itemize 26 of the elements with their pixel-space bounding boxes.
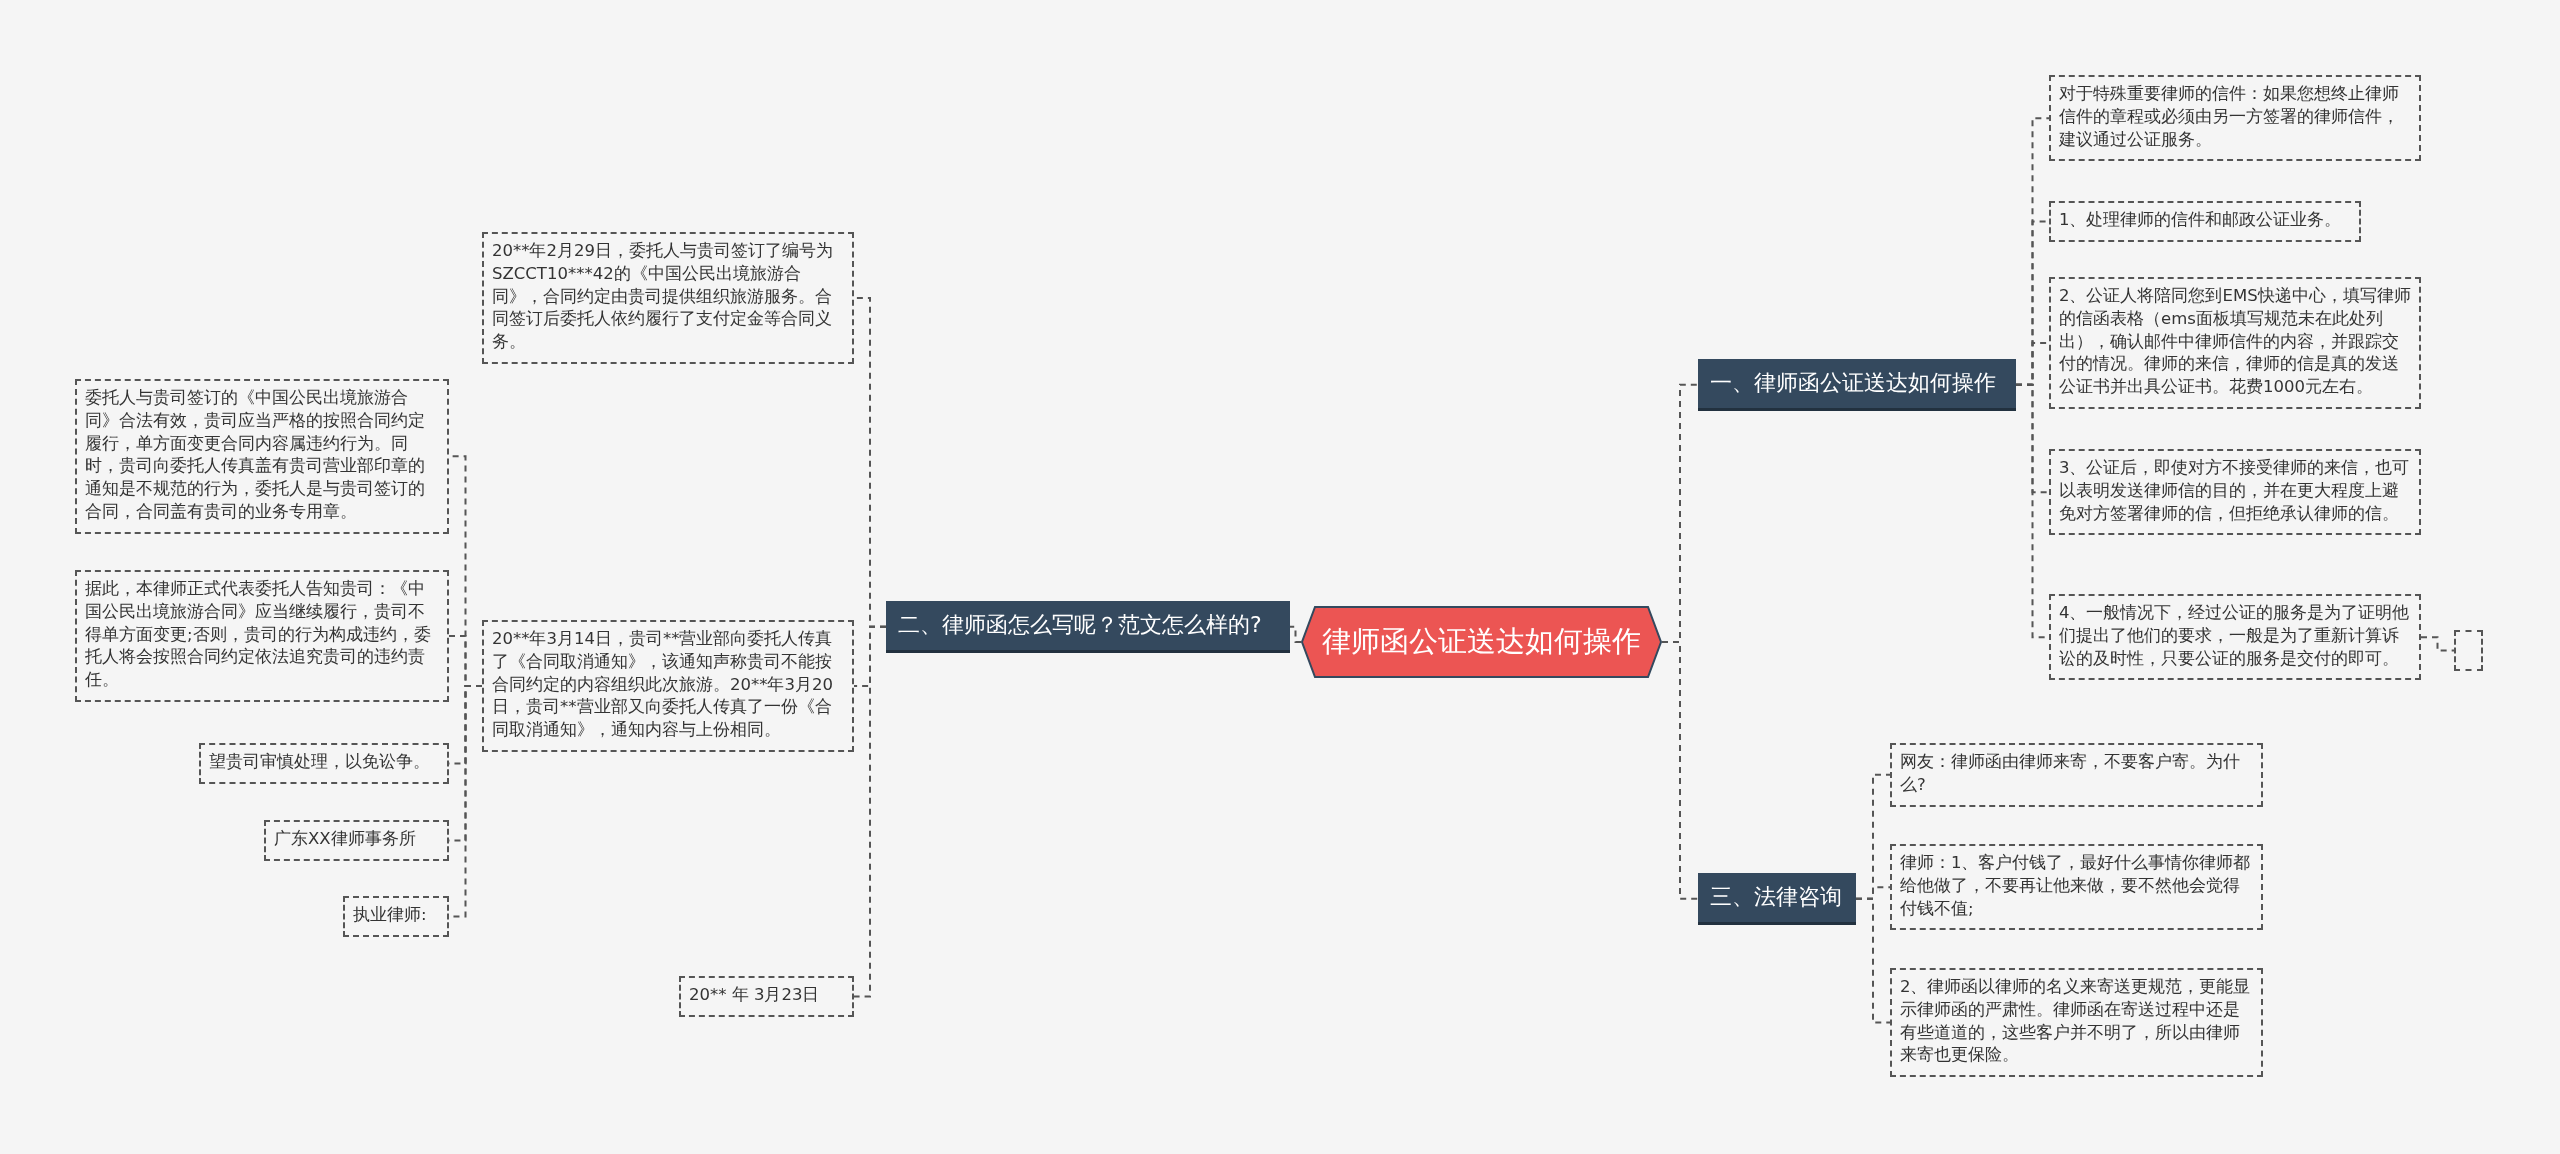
- branch-topic: 一、律师函公证送达如何操作: [1698, 359, 2016, 411]
- connector-line: [1289, 625, 1302, 643]
- note-card: 20** 年 3月23日: [679, 976, 854, 1017]
- branch-topic: 三、法律咨询: [1698, 873, 1856, 925]
- empty-box: [2454, 630, 2483, 671]
- note-card: 对于特殊重要律师的信件：如果您想终止律师信件的章程或必须由另一方签署的律师信件，建议通过公证服务。: [2049, 75, 2421, 162]
- note-card: 2、公证人将陪同您到EMS快递中心，填写律师的信函表格（ems面板填写规范未在此处列出），确认邮件中律师信件的内容，并跟踪交付的情况。律师的来信，律师的信是真的发送公证书并出具公证书。花费1000元左右。: [2049, 277, 2421, 409]
- topic-text: 律师函公证送达如何操作: [1322, 623, 1641, 660]
- note-card: 4、一般情况下，经过公证的服务是为了证明他们提出了他们的要求，一般是为了重新计算诉讼的及时性，只要公证的服务是交付的即可。: [2049, 594, 2421, 681]
- note-card: 20**年2月29日，委托人与贵司签订了编号为SZCCT10***42的《中国公民出境旅游合同》，合同约定由贵司提供组织旅游服务。合同签订后委托人依约履行了支付定金等合同义务。: [482, 232, 854, 364]
- note-card: 20**年3月14日，贵司**营业部向委托人传真了《合同取消通知》，该通知声称贵司不能按合同约定的内容组织此次旅游。20**年3月20日，贵司**营业部又向委托人传真了一份《合同取消通知》，通知内容与上份相同。: [482, 620, 854, 752]
- note-card: 广东XX律师事务所: [264, 820, 449, 861]
- note-card: 1、处理律师的信件和邮政公证业务。: [2049, 201, 2361, 242]
- note-card: 3、公证后，即使对方不接受律师的来信，也可以表明发送律师信的目的，并在更大程度上避免对方签署律师的信，但拒绝承认律师的信。: [2049, 449, 2421, 536]
- connector-line: [2420, 636, 2455, 652]
- note-card: 网友：律师函由律师来寄，不要客户寄。为什么?: [1890, 743, 2263, 807]
- note-card: 委托人与贵司签订的《中国公民出境旅游合同》合法有效，贵司应当严格的按照合同约定履行，单方面变更合同内容属违约行为。同时，贵司向委托人传真盖有贵司营业部印章的通知是不规范的行为，委托人是与贵司签订的合同，合同盖有贵司的业务专用章。: [75, 379, 449, 534]
- note-card: 据此，本律师正式代表委托人告知贵司：《中国公民出境旅游合同》应当继续履行，贵司不得单方面变更;否则，贵司的行为构成违约，委托人将会按照合同约定依法追究贵司的违约责任。: [75, 570, 449, 702]
- note-card: 望贵司审慎处理，以免讼争。: [199, 743, 449, 784]
- note-card: 执业律师:: [343, 896, 449, 937]
- note-card: 2、律师函以律师的名义来寄送更规范，更能显示律师函的严肃性。律师函在寄送过程中还是有些道道的，这些客户并不明了，所以由律师来寄也更保险。: [1890, 968, 2263, 1078]
- connector-line: [1855, 897, 1891, 1024]
- note-card: 律师：1、客户付钱了，最好什么事情你律师都给他做了，不要再让他来做，要不然他会觉得付钱不值;: [1890, 844, 2263, 931]
- connector-line: [853, 625, 887, 998]
- branch-topic: 二、律师函怎么写呢？范文怎么样的?: [886, 601, 1290, 653]
- connector-line: [1661, 641, 1699, 900]
